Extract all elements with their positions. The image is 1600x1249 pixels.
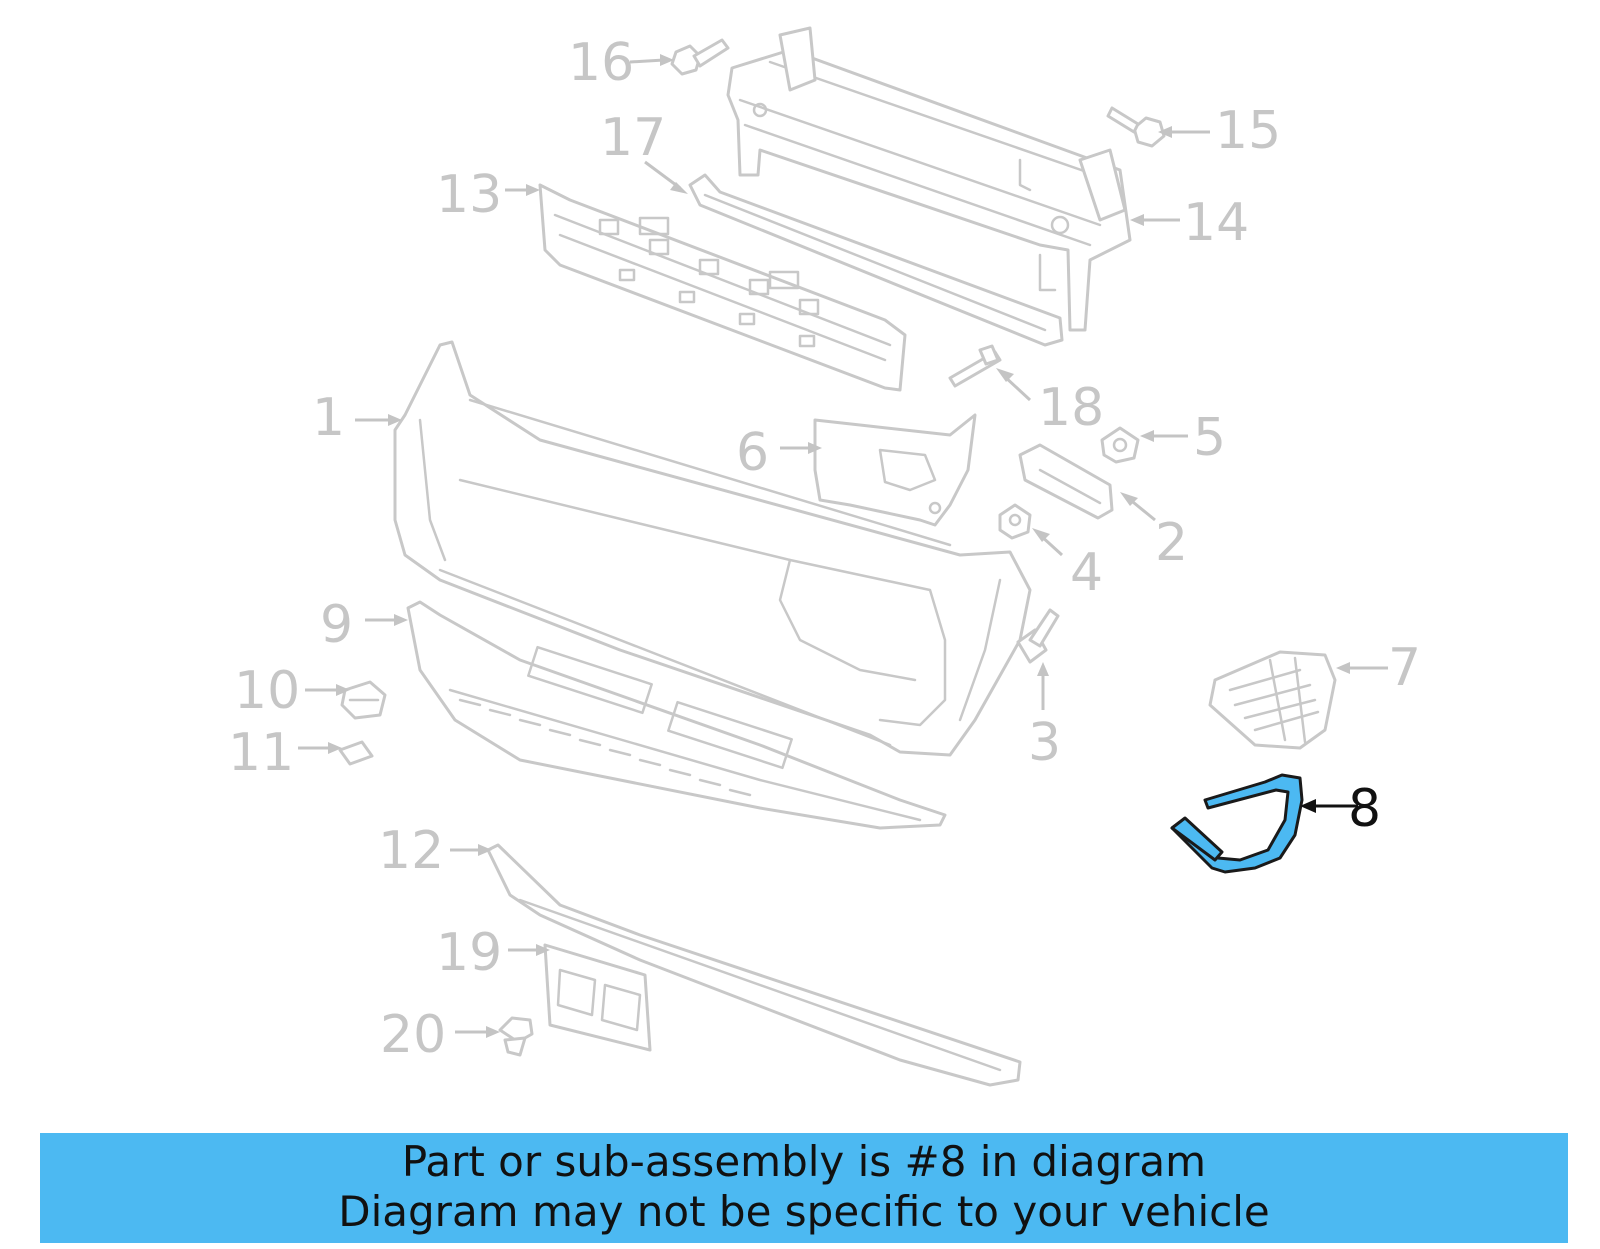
callout-12: 12 (378, 821, 444, 881)
callout-3: 3 (1028, 713, 1061, 773)
callout-14: 14 (1183, 193, 1249, 253)
part-9-lower-grille[interactable] (406, 600, 947, 830)
callout-10: 10 (234, 661, 300, 721)
callout-16: 16 (568, 33, 634, 93)
callout-1: 1 (312, 388, 345, 448)
callout-15: 15 (1215, 101, 1281, 161)
part-17-upper-strip[interactable] (688, 173, 1064, 347)
part-13-absorber[interactable] (538, 183, 907, 392)
part-6-bracket[interactable] (813, 413, 977, 527)
part-1-bumper-cover[interactable] (393, 340, 1032, 757)
part-20-screw[interactable] (498, 1016, 534, 1057)
callout-7: 7 (1388, 638, 1421, 698)
part-19-plate-bracket[interactable] (543, 943, 652, 1052)
leader-arrows (298, 54, 1388, 1038)
callout-11: 11 (228, 723, 294, 783)
callout-13: 13 (436, 165, 502, 225)
callout-18: 18 (1038, 378, 1104, 438)
part-18-clip[interactable] (948, 344, 1002, 388)
part-5-nut[interactable] (1100, 426, 1140, 464)
callout-17: 17 (600, 108, 666, 168)
part-7-bezel[interactable] (1208, 650, 1337, 750)
part-10-bracket[interactable] (340, 680, 387, 720)
callout-6: 6 (736, 423, 769, 483)
callout-5: 5 (1193, 408, 1226, 468)
part-12-lower-spoiler[interactable] (486, 843, 1022, 1087)
callout-20: 20 (380, 1005, 446, 1065)
part-16-bolt[interactable] (670, 38, 730, 76)
banner-line-1: Part or sub-assembly is #8 in diagram (401, 1137, 1207, 1186)
callout-4: 4 (1070, 543, 1103, 603)
banner-line-2: Diagram may not be specific to your vehi… (338, 1187, 1270, 1236)
callout-8: 8 (1348, 779, 1381, 839)
part-2-sensor-bracket[interactable] (1018, 443, 1114, 520)
part-3-push-pin[interactable] (1016, 608, 1060, 664)
part-8-trim-highlighted[interactable] (1170, 773, 1304, 874)
part-15-bolt[interactable] (1106, 106, 1166, 148)
info-banner: Part or sub-assembly is #8 in diagram Di… (40, 1133, 1568, 1243)
callout-2: 2 (1155, 513, 1188, 573)
callout-labels: 16 15 17 13 14 18 1 6 5 2 4 9 7 10 3 11 … (228, 33, 1421, 1065)
callout-19: 19 (436, 923, 502, 983)
callout-9: 9 (320, 595, 353, 655)
part-14-reinforcement-bar[interactable] (726, 26, 1132, 332)
part-11-clip[interactable] (338, 740, 374, 766)
part-4-nut[interactable] (998, 503, 1032, 540)
